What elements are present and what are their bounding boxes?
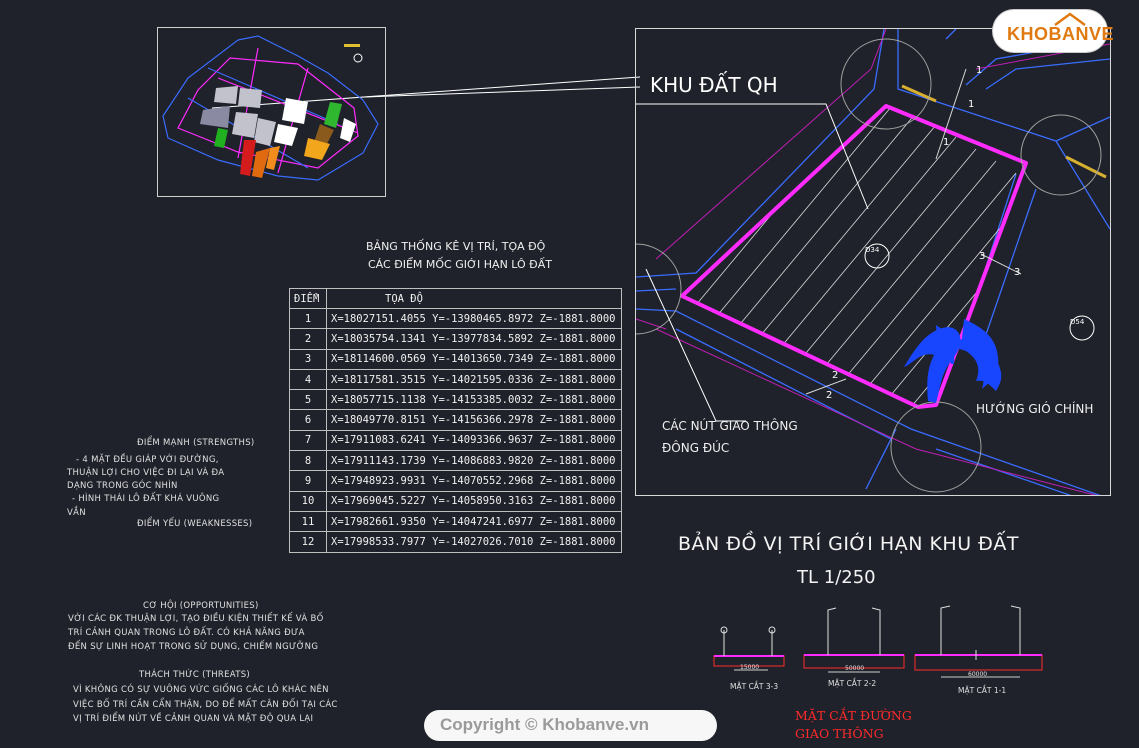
strengths-title: ĐIỂM MẠNH (STRENGTHS) [137,438,255,448]
section-mark-2b: 2 [826,390,833,401]
overview-site-plan [162,35,379,181]
section-2-2-drawing [803,607,905,673]
block-tag-d34: D34 [865,246,880,254]
threats-title: THÁCH THỨC (THREATS) [139,670,251,680]
section-1-1-width: 60000 [968,671,988,678]
section-mark-2a: 2 [832,370,839,381]
coord-cell: X=18114600.0569 Y=-14013650.7349 Z=-1881… [326,348,622,370]
section-1-1-label: MẶT CẮT 1-1 [958,686,1007,695]
logo-text: KHOBANVE [1007,24,1115,44]
coord-cell: X=18049770.8151 Y=-14156366.2978 Z=-1881… [326,409,622,431]
section-mark-1c: 1 [943,137,950,148]
coord-cell: X=18057715.1138 Y=-14153385.0032 Z=-1881… [326,389,622,411]
road-cross-sections [713,605,1043,678]
threats-line1: VÌ KHÔNG CÓ SỰ VUÔNG VỨC GIỐNG CÁC LÔ KH… [73,685,329,695]
traffic-note-line1: CÁC NÚT GIAO THÔNG [662,419,798,433]
map-scale: TL 1/250 [797,567,876,588]
point-cell: 12 [289,531,327,553]
point-cell: 9 [289,470,327,492]
opportunities-line2: TRÍ CẢNH QUAN TRONG LÔ ĐẤT. CÓ KHẢ NĂNG … [68,628,305,638]
strengths-line4: - HÌNH THÁI LÔ ĐẤT KHÁ VUÔNG [72,494,220,504]
site-parcel-drawing [636,29,1110,495]
coord-cell: X=17911083.6241 Y=-14093366.9637 Z=-1881… [326,429,622,452]
weaknesses-title: ĐIỂM YẾU (WEAKNESSES) [137,519,253,529]
khobanve-logo[interactable]: KHOBANVE [993,10,1114,52]
section-red-title-1: MẶT CẮT ĐƯỜNG [795,708,912,723]
coord-cell: X=18117581.3515 Y=-14021595.0336 Z=-1881… [326,368,622,391]
point-cell: 11 [289,510,327,533]
section-2-2-label: MẶT CẮT 2-2 [828,679,877,688]
point-cell: 10 [289,490,327,512]
coord-cell: X=17998533.7977 Y=-14027026.7010 Z=-1881… [326,531,622,553]
opportunities-title: CƠ HỘI (OPPORTUNITIES) [143,601,259,611]
threats-line3: VỊ TRÍ ĐIỂM NÚT VỀ CẢNH QUAN VÀ MẶT ĐỘ Q… [73,714,314,724]
section-3-3-drawing [713,626,785,671]
table-title-line1: BẢNG THỐNG KÊ VỊ TRÍ, TỌA ĐỘ [366,240,546,253]
point-cell: 1 [289,307,327,330]
section-mark-3b: 3 [1014,267,1021,278]
col-header-point: ĐIỂM [289,288,327,309]
section-1-1-drawing [914,605,1043,678]
section-2-2-width: 50000 [845,665,865,672]
coord-cell: X=17911143.1739 Y=-14086883.9820 Z=-1881… [326,450,622,472]
strengths-line3: DẠNG TRONG GÓC NHÌN [67,481,178,491]
site-detail-viewport[interactable]: KHU ĐẤT QH D34 D54 1 1 1 3 3 2 2 CÁC NÚT… [635,28,1111,496]
point-cell: 5 [289,389,327,411]
point-cell: 7 [289,429,327,452]
section-mark-3a: 3 [979,251,986,262]
opportunities-line1: VỚI CÁC ĐK THUẬN LỢI, TẠO ĐIỀU KIỆN THIẾ… [68,614,324,624]
strengths-line5: VẮN [67,508,86,518]
strengths-line2: THUẬN LỢI CHO VIỆC ĐI LẠI VÀ ĐA [67,468,225,478]
house-roof-icon [1054,12,1086,26]
opportunities-line3: ĐẾN SỰ LINH HOẠT TRONG SỬ DỤNG, CHIẾM NG… [68,642,319,652]
point-cell: 6 [289,409,327,431]
section-red-title-2: GIAO THÔNG [795,726,884,741]
threats-line2: VIỆC BỐ TRÍ CẦN CẨN THẬN, DO ĐỂ MẤT CÂN … [73,700,338,710]
copyright-badge: Copyright © Khobanve.vn [424,710,717,741]
coord-cell: X=17969045.5227 Y=-14058950.3163 Z=-1881… [326,490,622,512]
coord-cell: X=17948923.9931 Y=-14070552.2968 Z=-1881… [326,470,622,492]
point-cell: 2 [289,328,327,350]
site-title: KHU ĐẤT QH [650,73,778,97]
copyright-text: Copyright © Khobanve.vn [440,715,649,734]
section-3-3-label: MẶT CẮT 3-3 [730,682,779,691]
map-title: BẢN ĐỒ VỊ TRÍ GIỚI HẠN KHU ĐẤT [678,533,1019,555]
block-tag-d54: D54 [1070,318,1085,326]
section-3-3-width: 15000 [740,664,760,671]
coord-cell: X=17982661.9350 Y=-14047241.6977 Z=-1881… [326,510,622,533]
point-cell: 3 [289,348,327,370]
section-mark-1b: 1 [968,99,975,110]
col-header-coord: TỌA ĐỘ [326,288,622,309]
overview-map-frame[interactable] [157,27,386,197]
strengths-line1: - 4 MẶT ĐỀU GIÁP VỚI ĐƯỜNG, [76,455,219,465]
point-cell: 8 [289,450,327,472]
table-header-row: ĐIỂM TỌA ĐỘ [289,288,622,309]
table-title-line2: CÁC ĐIỂM MỐC GIỚI HẠN LÔ ĐẤT [368,258,552,271]
wind-direction-label: HƯỚNG GIÓ CHÍNH [976,402,1094,416]
traffic-note-line2: ĐÔNG ĐÚC [662,441,730,455]
point-cell: 4 [289,368,327,391]
coord-cell: X=18035754.1341 Y=-13977834.5892 Z=-1881… [326,328,622,350]
section-mark-1a: 1 [976,65,983,76]
coord-cell: X=18027151.4055 Y=-13980465.8972 Z=-1881… [326,307,622,330]
